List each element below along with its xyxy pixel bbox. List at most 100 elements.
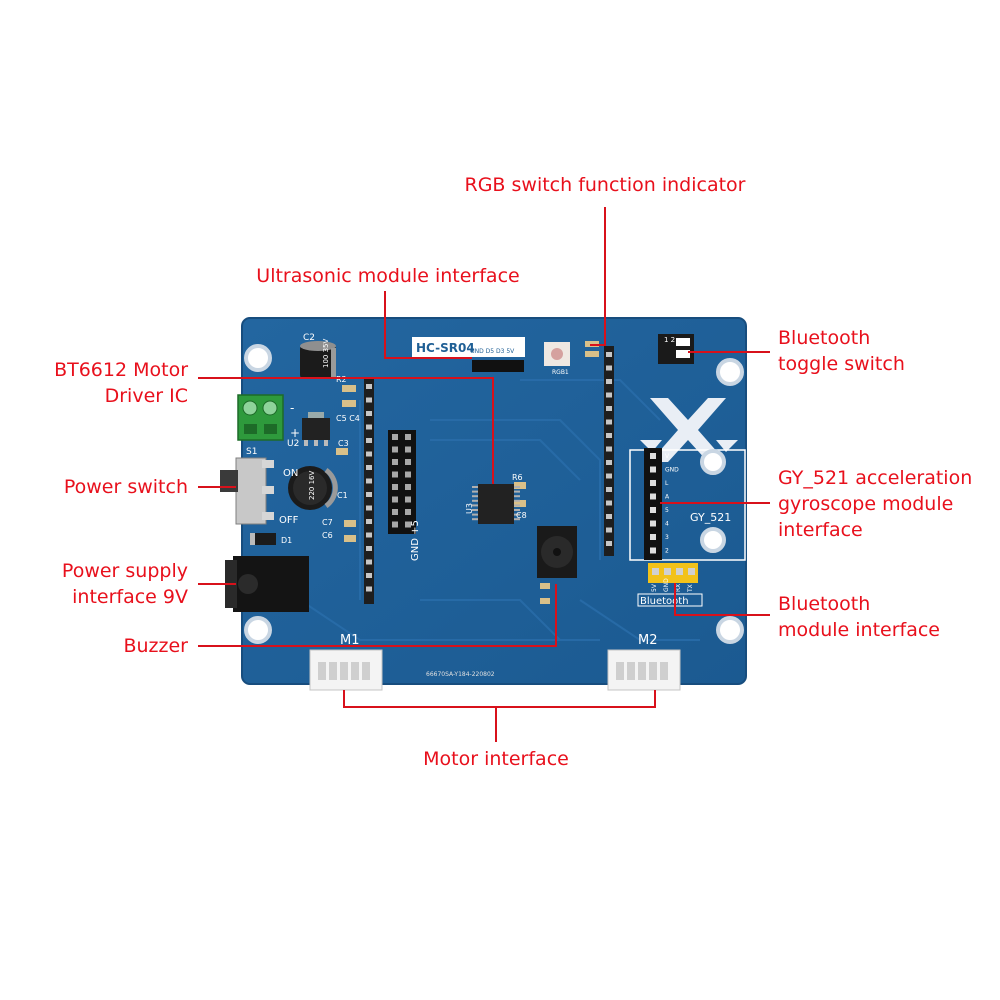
connector-pin xyxy=(318,662,326,680)
header-pin xyxy=(392,496,398,503)
header-pin xyxy=(392,509,398,515)
header-pin xyxy=(366,559,372,565)
chip-pin xyxy=(472,504,478,507)
gy521-pin-label-3: A xyxy=(665,494,670,501)
header-pin xyxy=(606,433,612,438)
header-pin xyxy=(366,438,372,443)
label-bt-module-line1: Bluetooth xyxy=(778,593,871,615)
mount-hole-tr xyxy=(716,358,744,386)
mount-hole-br xyxy=(716,616,744,644)
header-pin xyxy=(606,406,612,411)
silk-cap-mid: 220 16V xyxy=(308,471,316,500)
bt-pin-label-2: RX xyxy=(675,584,682,592)
label-rgb-indicator: RGB switch function indicator xyxy=(440,172,770,198)
chip-pin xyxy=(472,495,478,498)
silk-u3: U3 xyxy=(465,503,474,514)
silk-cap-top: 100 35V xyxy=(322,339,330,368)
header-pin xyxy=(405,521,411,528)
header-pin xyxy=(366,384,372,389)
label-gyro-line3: interface xyxy=(778,519,863,541)
connector-pin xyxy=(627,662,635,680)
silk-c1: C1 xyxy=(337,491,348,500)
header-pin xyxy=(366,505,372,511)
chip-pin xyxy=(472,486,478,488)
leader-buzzer xyxy=(198,584,557,647)
leader-ultrasonic xyxy=(384,291,472,359)
header-pin xyxy=(392,459,398,465)
chip-pin xyxy=(472,490,478,493)
header-pin xyxy=(366,411,372,416)
label-power-supply: Power supply interface 9V xyxy=(20,558,188,610)
header-pin xyxy=(392,471,398,478)
chip-pin xyxy=(472,518,478,521)
header-left-pins xyxy=(364,378,374,604)
regulator-u2 xyxy=(302,412,330,446)
header-pin xyxy=(650,466,656,473)
header-pin xyxy=(366,465,372,470)
header-pin xyxy=(392,484,398,490)
silk-c6: C6 xyxy=(322,531,333,540)
label-motor-driver-line2: Driver IC xyxy=(104,385,188,407)
label-bt-module-line2: module interface xyxy=(778,619,940,641)
header-pin xyxy=(606,365,612,371)
label-bluetooth-toggle: Bluetooth toggle switch xyxy=(778,325,978,377)
header-pin xyxy=(664,568,671,575)
label-power-supply-line2: interface 9V xyxy=(72,586,188,608)
mount-hole-bl xyxy=(244,616,272,644)
chip-pin xyxy=(514,486,520,488)
silk-m2: M2 xyxy=(638,633,658,648)
bluetooth-header xyxy=(637,563,703,607)
silk-hc-pins: GND D5 D3 5V xyxy=(470,348,515,355)
header-pin xyxy=(606,514,612,519)
header-pin xyxy=(405,496,411,503)
header-pin xyxy=(392,446,398,453)
chip-pin xyxy=(472,499,478,502)
connector-pin xyxy=(329,662,337,680)
motor-connector-m1 xyxy=(309,649,383,691)
silk-c7: C7 xyxy=(322,518,333,527)
label-motor-driver-line1: BT6612 Motor xyxy=(54,359,188,381)
dip-switch xyxy=(658,334,694,364)
gy521-pin-label-7: 2 xyxy=(665,548,669,555)
silk-c8: C8 xyxy=(516,511,527,520)
connector-pin xyxy=(638,662,646,680)
header-pin xyxy=(366,478,372,484)
chip-pin xyxy=(514,504,520,507)
silk-c5-c4: C5 C4 xyxy=(336,414,360,423)
header-pin xyxy=(606,379,612,384)
header-pin xyxy=(676,568,683,575)
header-pin xyxy=(606,460,612,465)
chip-pin xyxy=(472,509,478,511)
bt-pin-label-3: TX xyxy=(687,584,694,593)
bt-pin-label-0: 5V xyxy=(651,583,658,592)
label-gyro-line2: gyroscope module xyxy=(778,493,954,515)
label-bt-toggle-line2: toggle switch xyxy=(778,353,905,375)
gy521-pin-label-4: 5 xyxy=(665,507,669,514)
header-pin xyxy=(650,534,656,540)
header-pin xyxy=(366,519,372,524)
silk-m1: M1 xyxy=(340,633,360,648)
leader-rgb xyxy=(590,207,606,346)
brand-logo xyxy=(640,398,738,462)
power-switch-s1 xyxy=(220,457,274,525)
header-pin xyxy=(652,568,659,575)
label-power-supply-line1: Power supply xyxy=(61,560,188,582)
smd-parts xyxy=(336,385,550,604)
header-pin xyxy=(606,392,612,398)
connector-pin xyxy=(649,662,657,680)
header-pin xyxy=(688,568,695,575)
header-pin xyxy=(606,352,612,357)
capacitor-c1 xyxy=(288,466,338,510)
dc-power-jack xyxy=(225,556,309,612)
silk-off: OFF xyxy=(279,515,299,526)
chip-pin xyxy=(472,513,478,516)
header-pin xyxy=(606,527,612,533)
leader-motor-interface xyxy=(343,690,656,708)
connector-pin xyxy=(362,662,370,680)
leader-bt-module xyxy=(674,583,770,616)
silk-r6: R6 xyxy=(512,473,523,482)
silk-u2: U2 xyxy=(287,439,299,449)
